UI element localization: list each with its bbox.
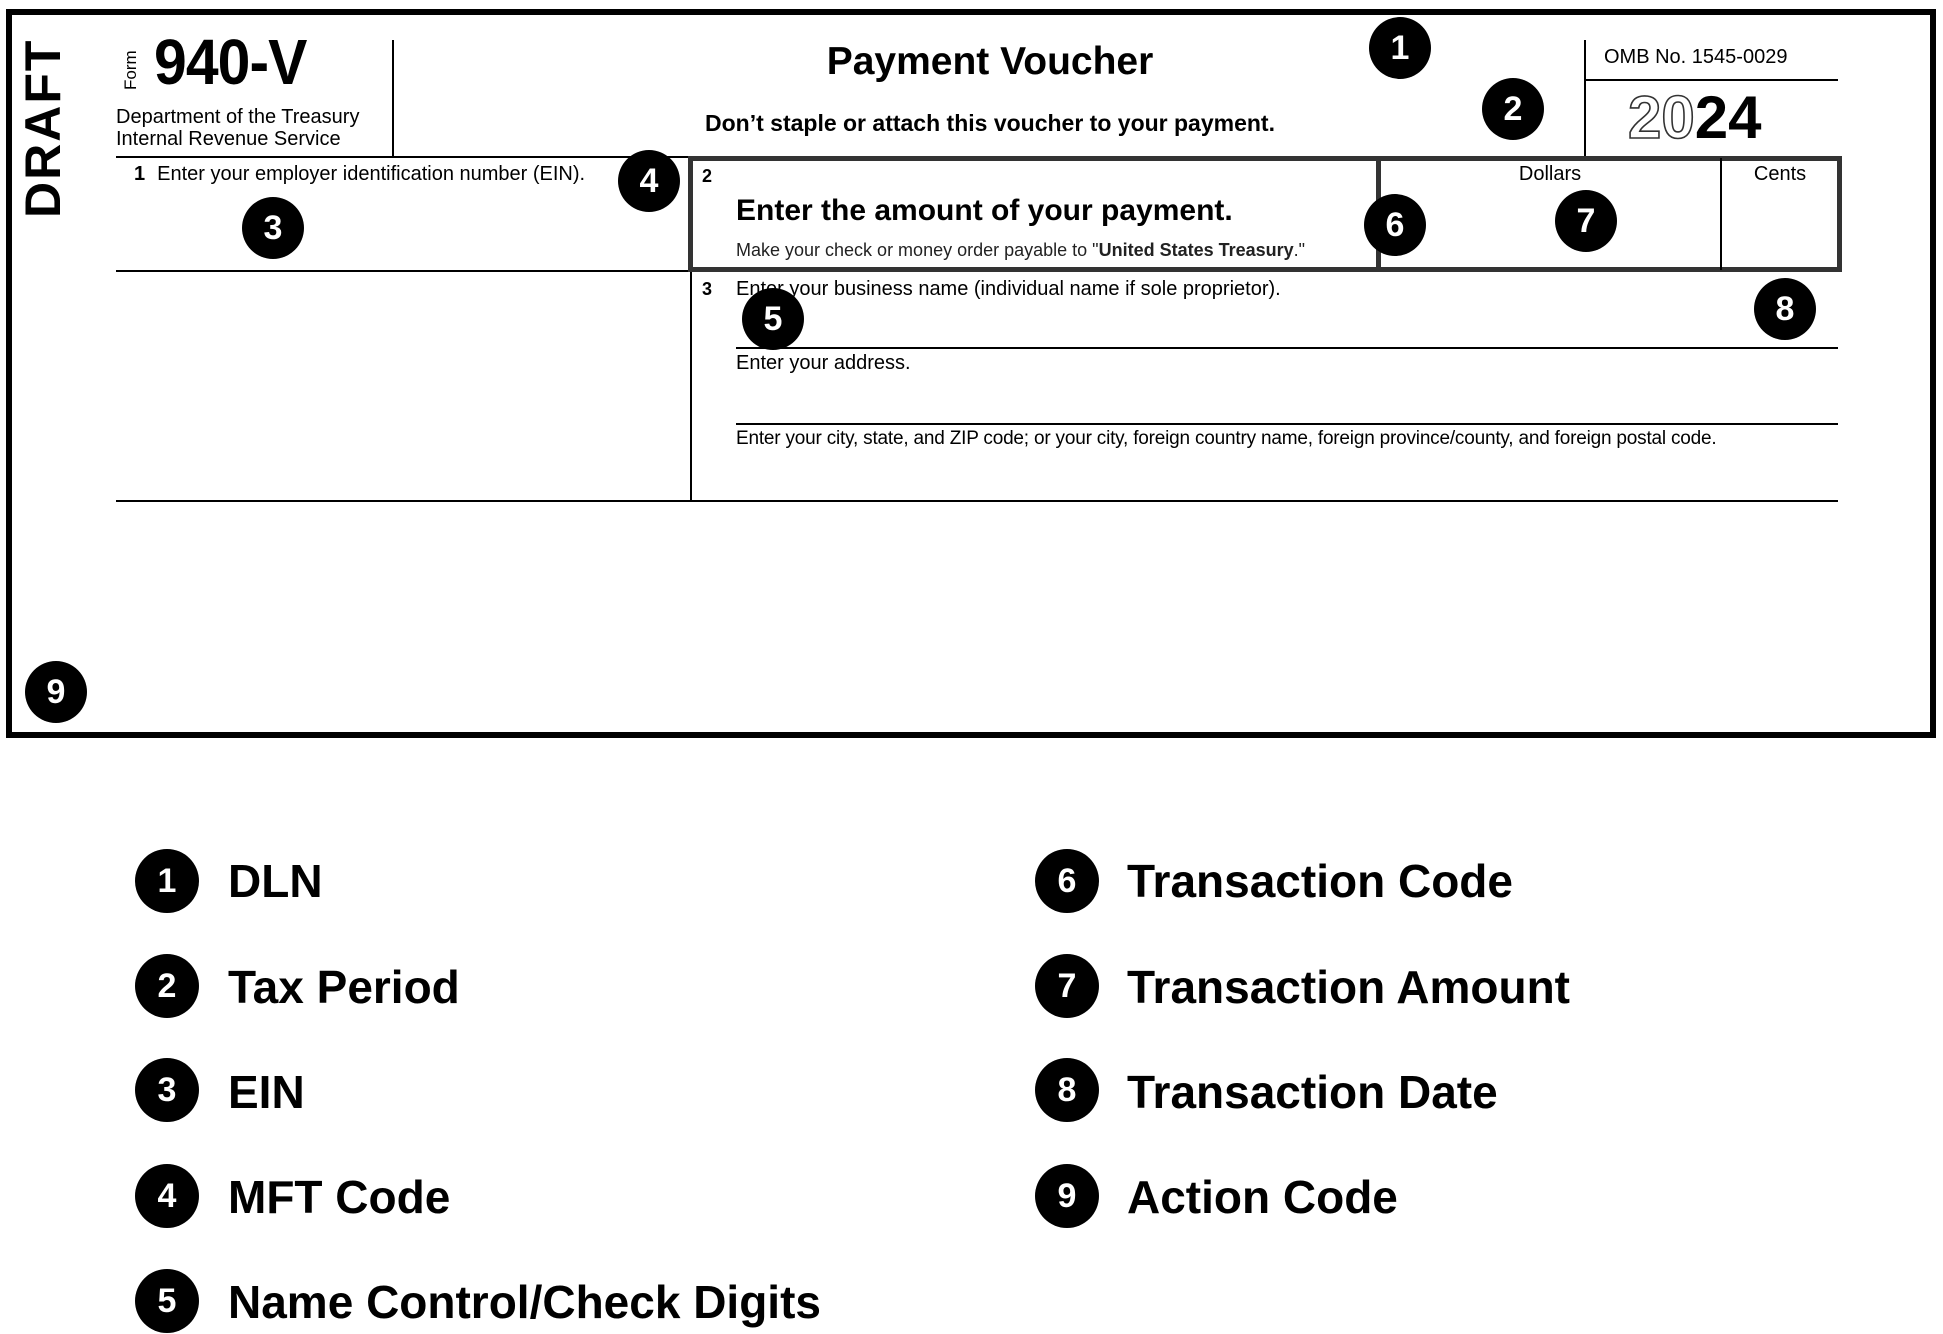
city-field[interactable] [736,454,1836,498]
page-title: Payment Voucher [826,40,1154,83]
legend-badge-2: 2 [135,954,199,1018]
legend-badge-1: 1 [135,849,199,913]
marker-3: 3 [242,197,304,259]
page-subtitle: Don’t staple or attach this voucher to y… [705,110,1275,136]
marker-5: 5 [742,288,804,350]
address-rule [736,423,1838,425]
legend-label-9: Action Code [1127,1171,1398,1223]
header-divider-left [392,40,394,156]
line2-heading: Enter the amount of your payment. [736,194,1233,227]
form-number: 940-V [154,26,307,98]
omb-underline [1584,79,1838,81]
address-field[interactable] [736,378,1836,422]
dollars-label: Dollars [1518,163,1582,185]
legend-label-5: Name Control/Check Digits [228,1276,821,1328]
dollars-cents-divider [1720,158,1722,270]
legend-badge-4: 4 [135,1164,199,1228]
line1-number: 1 [134,163,146,185]
line2-note-suffix: ." [1293,240,1306,260]
dept-line2: Internal Revenue Service [116,128,341,150]
legend-badge-5: 5 [135,1269,199,1333]
dollars-entry-field[interactable] [1384,190,1716,266]
cents-entry-field[interactable] [1724,190,1836,266]
marker-7: 7 [1555,190,1617,252]
cents-label: Cents [1753,163,1807,185]
legend-label-6: Transaction Code [1127,855,1513,907]
line2-note-bold: United States Treasury [1098,240,1294,260]
legend-badge-3: 3 [135,1058,199,1122]
legend-badge-8: 8 [1035,1058,1099,1122]
line2-note: Make your check or money order payable t… [736,240,1305,261]
legend-badge-9: 9 [1035,1164,1099,1228]
legend-label-8: Transaction Date [1127,1066,1498,1118]
line1-label: 1 Enter your employer identification numb… [134,163,585,186]
marker-6: 6 [1364,194,1426,256]
dept-line1: Department of the Treasury [116,106,360,128]
legend-label-4: MFT Code [228,1171,451,1223]
line1-bottom-rule [116,270,688,272]
line3-rule [736,347,1838,349]
tax-year: 2024 [1627,82,1762,154]
omb-divider [1584,40,1586,156]
marker-2: 2 [1482,78,1544,140]
line3-left-divider [690,272,692,502]
marker-9: 9 [25,661,87,723]
tax-year-bold: 24 [1694,84,1762,151]
legend-badge-6: 6 [1035,849,1099,913]
legend-label-3: EIN [228,1066,305,1118]
legend-label-7: Transaction Amount [1127,961,1570,1013]
draft-watermark: DRAFT [15,38,71,218]
legend-label-2: Tax Period [228,961,460,1013]
line2-number: 2 [702,166,713,186]
legend-badge-7: 7 [1035,954,1099,1018]
business-name-field[interactable] [736,302,1836,346]
line3-number: 3 [702,279,713,299]
omb-number: OMB No. 1545-0029 [1604,46,1788,68]
ein-entry-field[interactable] [120,190,690,270]
legend-label-1: DLN [228,855,323,907]
marker-1: 1 [1369,17,1431,79]
marker-4: 4 [618,150,680,212]
line1-text: Enter your employer identification numbe… [157,163,586,185]
form-word: Form [121,50,140,90]
line3-label: Enter your business name (individual nam… [736,278,1281,300]
tax-year-outline: 20 [1627,83,1695,152]
voucher-frame [6,9,1936,738]
city-label: Enter your city, state, and ZIP code; or… [736,428,1717,449]
marker-8: 8 [1754,278,1816,340]
form-bottom-rule [116,500,1838,502]
line2-note-prefix: Make your check or money order payable t… [736,240,1099,260]
address-label: Enter your address. [736,352,911,374]
payment-amount-box [688,156,1842,272]
